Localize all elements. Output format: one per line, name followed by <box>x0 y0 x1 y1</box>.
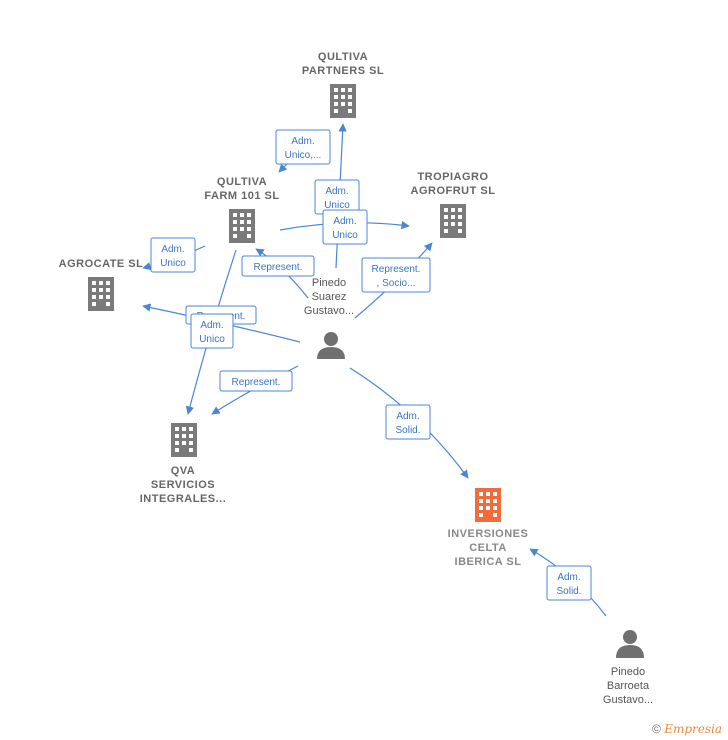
building-icon <box>88 277 114 311</box>
company-inversiones[interactable]: INVERSIONES CELTA IBERICA SL <box>448 488 529 568</box>
company-label-line: QULTIVA <box>318 51 368 63</box>
svg-text:AGROCATE SL: AGROCATE SL <box>59 258 144 270</box>
person-label-line: Barroeta <box>607 680 650 692</box>
svg-text:Represent., Socio...: Represent. , Socio... <box>372 264 421 289</box>
edge-label-line: Unico <box>160 258 186 269</box>
edge-label-t3[interactable]: Adm. Unico <box>322 209 368 245</box>
company-label-line: IBERICA SL <box>455 556 522 568</box>
edge-label-line: Adm. <box>325 186 348 197</box>
edge-label-line: Adm. <box>333 216 356 227</box>
edge-label-t10[interactable]: Adm. Solid. <box>385 404 431 440</box>
company-label-line: CELTA <box>469 542 507 554</box>
company-label-line: QULTIVA <box>217 176 267 188</box>
edge-label-line: Unico <box>332 230 358 241</box>
svg-text:Adm.Unico: Adm. Unico <box>199 320 225 345</box>
edge-label-line: Adm. <box>161 244 184 255</box>
edge-label-t11[interactable]: Adm. Solid. <box>546 565 592 601</box>
company-label-line: FARM 101 SL <box>204 190 279 202</box>
building-icon <box>229 209 255 243</box>
company-qultiva-farm[interactable]: QULTIVA FARM 101 SL <box>204 176 279 243</box>
edge-label-line: Unico <box>199 334 225 345</box>
edge-label-line: Adm. <box>291 136 314 147</box>
svg-text:Adm.Unico,...: Adm. Unico,... <box>285 136 322 161</box>
edge-label-t8[interactable]: Adm. Unico <box>190 313 234 349</box>
svg-text:Adm.Solid.: Adm. Solid. <box>556 572 581 597</box>
edge-label-line: Represent. <box>254 262 303 273</box>
company-label-line: AGROFRUT SL <box>411 185 496 197</box>
svg-text:Adm.Unico: Adm. Unico <box>324 186 350 211</box>
edge-label-line: Adm. <box>557 572 580 583</box>
company-label-line: TROPIAGRO <box>417 171 488 183</box>
edge-label-t9[interactable]: Represent. <box>219 370 293 392</box>
svg-text:Represent.: Represent. <box>232 377 281 388</box>
edge-label-t5[interactable]: Represent. <box>241 255 315 277</box>
copyright-icon: © <box>652 722 661 736</box>
person-label-line: Gustavo... <box>304 305 354 317</box>
svg-text:Adm.Solid.: Adm. Solid. <box>395 411 420 436</box>
person-label-line: Pinedo <box>312 277 346 289</box>
person-icon <box>317 332 345 359</box>
company-label-line: INTEGRALES... <box>140 493 227 505</box>
company-agrocate[interactable]: AGROCATE SL <box>59 258 144 311</box>
company-label-line: INVERSIONES <box>448 528 529 540</box>
brand-logo[interactable]: Empresia <box>664 722 722 736</box>
edge-label-t2[interactable]: Adm. Unico <box>314 179 360 215</box>
edge-label-line: Unico <box>324 200 350 211</box>
person-icon <box>616 630 644 658</box>
person-label-line: Pinedo <box>611 666 645 678</box>
edge-label-t4[interactable]: Adm. Unico <box>150 237 196 273</box>
svg-text:Adm.Unico: Adm. Unico <box>160 244 186 269</box>
person-label-line: Suarez <box>312 291 347 303</box>
edge-label-line: Represent. <box>232 377 281 388</box>
building-icon <box>171 423 197 457</box>
person-label-line: Gustavo... <box>603 694 653 706</box>
edge-label-line: Unico,... <box>285 150 322 161</box>
building-icon-highlight <box>475 488 501 522</box>
edge-label-line: Adm. <box>396 411 419 422</box>
company-qva[interactable]: QVA SERVICIOS INTEGRALES... <box>140 423 227 505</box>
edge-label-line: Solid. <box>395 425 420 436</box>
edge-label-line: Represent. <box>372 264 421 275</box>
company-label-line: QVA <box>171 465 196 477</box>
building-icon <box>330 84 356 118</box>
footer-credit: © Empresia <box>652 722 722 736</box>
svg-text:Represent.: Represent. <box>254 262 303 273</box>
company-label-line: AGROCATE SL <box>59 258 144 270</box>
edge-label-t1[interactable]: Adm. Unico,... <box>275 129 331 165</box>
company-tropiagro[interactable]: TROPIAGRO AGROFRUT SL <box>411 171 496 238</box>
edge-label-line: Solid. <box>556 586 581 597</box>
company-label-line: PARTNERS SL <box>302 65 384 77</box>
company-label-line: SERVICIOS <box>151 479 215 491</box>
edge-label-line: , Socio... <box>377 278 416 289</box>
svg-text:Adm.Unico: Adm. Unico <box>332 216 358 241</box>
edge-label-t6[interactable]: Represent. , Socio... <box>361 257 431 293</box>
edge-label-line: Adm. <box>200 320 223 331</box>
building-icon <box>440 204 466 238</box>
company-qultiva-partners[interactable]: QULTIVA PARTNERS SL <box>302 51 384 118</box>
